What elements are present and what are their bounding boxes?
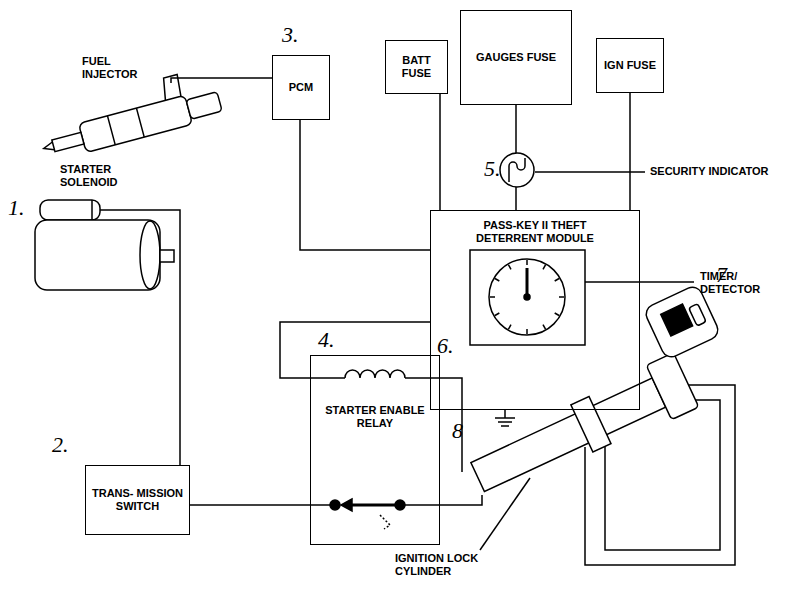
- timer-detector: [495, 313, 499, 316]
- node-label: GAUGES FUSE: [476, 51, 556, 64]
- wire: [190, 504, 310, 506]
- wire: [629, 93, 631, 210]
- relay-switch: [350, 504, 395, 507]
- solenoid-wire: [100, 210, 180, 465]
- ignition-lock-cylinder: [465, 353, 699, 505]
- timer-detector: [495, 279, 499, 282]
- starter-motor: [160, 250, 174, 262]
- wire: [439, 94, 441, 210]
- theft-deterrent-module: PASS-KEY II THEFT DETERRENT MODULE: [430, 210, 640, 410]
- ignition-key: [689, 304, 707, 326]
- fuel-injector: [107, 108, 144, 145]
- relay-switch: [341, 499, 352, 511]
- relay-switch: [310, 499, 440, 529]
- fuel-injector: [186, 92, 222, 120]
- callout-number: 2.: [52, 432, 69, 458]
- node-label: PASS-KEY II THEFT DETERRENT MODULE: [460, 219, 610, 245]
- ignition-lock-cylinder: [571, 396, 611, 452]
- starter-motor: [35, 220, 160, 290]
- timer-detector: [490, 296, 495, 298]
- control-module-box: PCM: [272, 55, 330, 120]
- timer-detector: [490, 260, 564, 334]
- timer-detector: [489, 259, 565, 335]
- ground-symbol: [504, 410, 506, 418]
- ignition-lock-cylinder: [471, 378, 666, 492]
- ignition-key: [661, 304, 693, 336]
- ground-symbol: [495, 417, 515, 419]
- timer-detector: [524, 294, 530, 300]
- ignition-key: [643, 284, 721, 360]
- part-label: IGNITION LOCK CYLINDER: [395, 552, 490, 578]
- relay-coil: [310, 370, 440, 378]
- relay-switch: [380, 515, 390, 529]
- callout-number: 3.: [282, 22, 299, 48]
- injector-wire: [171, 78, 272, 83]
- ground-symbol: [498, 421, 512, 423]
- timer-detector: [509, 325, 512, 329]
- timer-detector: [543, 265, 546, 269]
- relay-wire: [440, 495, 482, 505]
- timer-detector: [509, 265, 512, 269]
- illustration: [34, 66, 735, 565]
- timer-detector: [555, 313, 559, 316]
- starter-motor: [35, 200, 174, 290]
- fuel-injector: [43, 142, 55, 152]
- timer-detector: [526, 268, 529, 297]
- node-label: STARTER ENABLE RELAY: [320, 404, 430, 430]
- security-indicator-lamp: [500, 153, 534, 187]
- security-indicator-lamp: [509, 158, 525, 182]
- fuse-box: BATT FUSE: [385, 40, 448, 94]
- ignition-lock-cylinder: [646, 353, 699, 420]
- timer-detector: [526, 260, 528, 265]
- part-label: STARTER SOLENOID: [60, 163, 130, 189]
- callout-number: 1.: [8, 195, 25, 221]
- timer-detector: [543, 325, 546, 329]
- callout-number: 8: [452, 418, 463, 444]
- fuse-box: GAUGES FUSE: [460, 10, 572, 105]
- ground-symbol: [495, 410, 515, 426]
- part-label: SECURITY INDICATOR: [650, 165, 769, 178]
- callout-number: 5.: [484, 156, 501, 182]
- node-label: IGN FUSE: [604, 59, 656, 72]
- node-label: TRANS- MISSION SWITCH: [89, 487, 186, 513]
- relay-switch: [330, 500, 340, 510]
- fuel-injector: [79, 95, 193, 152]
- node-label: PCM: [289, 81, 313, 94]
- relay-switch: [395, 500, 405, 510]
- switch-box: TRANS- MISSION SWITCH: [85, 465, 190, 535]
- timer-detector: [470, 250, 585, 345]
- timer-detector: [470, 250, 585, 345]
- ignition-key: [643, 284, 721, 360]
- relay-wire: [440, 378, 462, 472]
- leader-line: [535, 171, 645, 173]
- relay-switch: [405, 504, 440, 506]
- starter-motor: [140, 221, 160, 289]
- callout-number: 7: [716, 262, 727, 288]
- part-label: FUEL INJECTOR: [82, 55, 144, 81]
- part-label: TIMER/ DETECTOR: [700, 270, 775, 296]
- timer-detector: [559, 296, 564, 298]
- starter-motor: [40, 200, 100, 220]
- security-indicator-lamp: [500, 153, 534, 187]
- timer-detector: [555, 279, 559, 282]
- fuel-injector: [52, 132, 84, 151]
- wire: [300, 120, 430, 250]
- callout-number: 4.: [318, 327, 335, 353]
- fuel-injector: [34, 66, 223, 163]
- callout-number: 6.: [437, 333, 454, 359]
- starter-motor: [91, 200, 93, 220]
- node-label: BATT FUSE: [389, 54, 444, 80]
- leader-line: [480, 478, 530, 550]
- fuse-box: IGN FUSE: [596, 38, 664, 93]
- wire: [280, 322, 430, 378]
- ground-symbol: [501, 425, 509, 427]
- timer-detector: [526, 329, 528, 334]
- relay-box: STARTER ENABLE RELAY: [310, 355, 440, 545]
- relay-coil: [310, 370, 440, 378]
